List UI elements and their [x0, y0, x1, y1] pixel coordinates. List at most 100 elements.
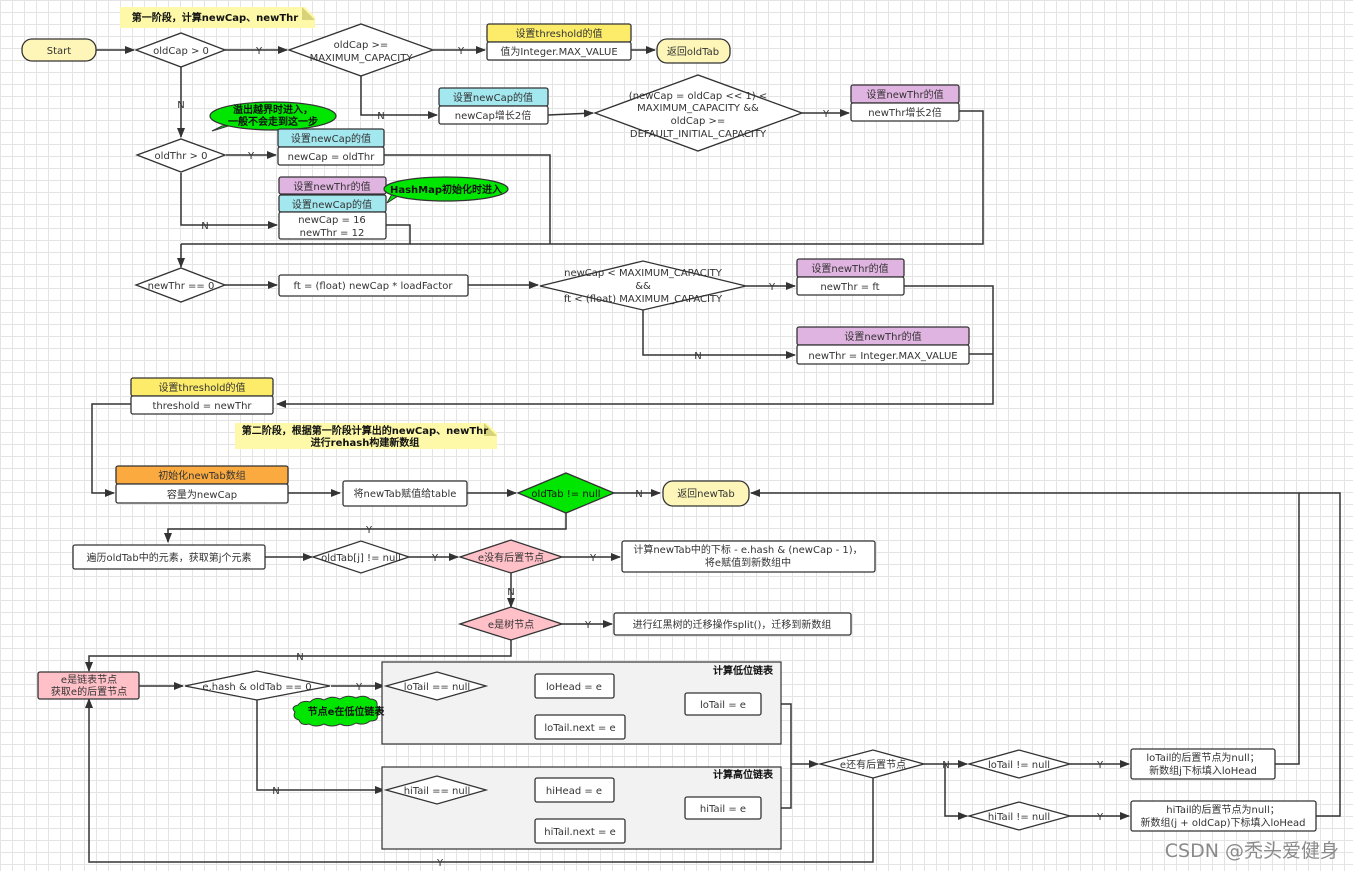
decision-label: oldCap >= [671, 116, 726, 127]
edge-label-yes: Y [1096, 812, 1104, 823]
process-newthr-max[interactable]: 设置newThr的值 newThr = Integer.MAX_VALUE [796, 326, 970, 365]
decision-label: MAXIMUM_CAPACITY [310, 53, 414, 64]
decision-label: e是树节点 [488, 618, 534, 631]
process-calc-index[interactable]: 计算newTab中的下标 - e.hash & (newCap - 1)， 将e… [621, 540, 876, 573]
note-phase1-text: 第一阶段，计算newCap、newThr [132, 11, 298, 24]
group-high-title: 计算高位链表 [713, 768, 774, 781]
process-iterate-oldtab[interactable]: 遍历oldTab中的元素，获取第j个元素 [72, 544, 266, 570]
process-hitail-next-e[interactable]: hiTail.next = e [534, 818, 626, 844]
decision-label: oldTab[j] != null [321, 553, 401, 564]
process-body: 进行红黑树的迁移操作split()，迁移到新数组 [633, 618, 832, 631]
group-low-title: 计算低位链表 [713, 664, 774, 677]
edge-label-no: N [942, 760, 949, 771]
decision-ft-within-range[interactable]: newCap < MAXIMUM_CAPACITY && ft < (float… [539, 260, 747, 311]
note-phase1: 第一阶段，计算newCap、newThr [120, 7, 315, 28]
callout-hashmap-init: HashMap初始化时进入 [383, 176, 509, 204]
decision-label: DEFAULT_INITIAL_CAPACITY [630, 129, 767, 140]
decision-hitail-null[interactable]: hiTail == null [383, 775, 489, 805]
start-terminal[interactable]: Start [21, 38, 97, 62]
process-ft-calc[interactable]: ft = (float) newCap * loadFactor [278, 274, 469, 297]
note-phase2-line2: 进行rehash构建新数组 [311, 436, 420, 449]
process-body: e是链表节点 [61, 673, 117, 686]
process-newthr-double[interactable]: 设置newThr的值 newThr增长2倍 [850, 84, 960, 122]
process-lo-result[interactable]: loTail的后置节点为null； 新数组j下标填入loHead [1130, 748, 1276, 780]
decision-oldcap-ge-max[interactable]: oldCap >= MAXIMUM_CAPACITY [287, 23, 435, 77]
decision-label: e没有后置节点 [478, 551, 544, 564]
connectors [85, 46, 1341, 863]
process-header: 设置threshold的值 [158, 381, 245, 394]
process-init-defaults[interactable]: 设置newThr的值 设置newCap的值 newCap = 16 newThr… [278, 176, 387, 240]
decision-label: loTail != null [988, 760, 1050, 771]
process-body: 值为Integer.MAX_VALUE [500, 45, 617, 58]
callout-overflow: 溢出越界时进入， 一般不会走到这一步 [209, 101, 337, 132]
decision-double-within-range[interactable]: (newCap = oldCap << 1) < MAXIMUM_CAPACIT… [593, 74, 804, 152]
decision-newthr-eq0[interactable]: newThr == 0 [134, 267, 227, 303]
return-oldtab-terminal[interactable]: 返回oldTab [656, 38, 731, 64]
process-newcap-double[interactable]: 设置newCap的值 newCap增长2倍 [438, 87, 549, 125]
callout-text: 溢出越界时进入， [233, 103, 313, 116]
process-body: newThr = Integer.MAX_VALUE [808, 351, 957, 362]
edge-label-yes: Y [436, 858, 444, 869]
note-phase2-line1: 第二阶段，根据第一阶段计算出的newCap、newThr [242, 424, 488, 437]
process-body: hiTail = e [700, 804, 746, 815]
watermark: CSDN @秃头爱健身 [1164, 840, 1339, 862]
decision-label: MAXIMUM_CAPACITY && [637, 103, 759, 114]
process-init-newtab[interactable]: 初始化newTab数组 容量为newCap [115, 465, 289, 504]
process-header: 设置newThr的值 [844, 330, 921, 343]
process-header: 初始化newTab数组 [158, 469, 246, 482]
edge-label-no: N [296, 652, 303, 663]
decision-hash-and-oldcap[interactable]: e.hash & oldTab == 0 [184, 670, 331, 701]
decision-label: && [635, 281, 651, 292]
process-body: hiHead = e [546, 786, 602, 797]
decision-oldtab-notnull[interactable]: oldTab != null [516, 472, 616, 514]
process-hi-result[interactable]: hiTail的后置节点为null； 新数组(j + oldCap)下标填入loH… [1130, 800, 1317, 832]
process-lotail-next-e[interactable]: loTail.next = e [534, 714, 626, 740]
decision-lotail-notnull[interactable]: loTail != null [966, 749, 1073, 779]
terminal-label: 返回oldTab [667, 46, 719, 58]
callout-text: 节点e在低位链表 [308, 705, 386, 718]
process-header: 设置threshold的值 [515, 27, 602, 40]
process-body: newThr = ft [820, 282, 879, 293]
decision-label: e.hash & oldTab == 0 [202, 682, 311, 693]
process-header: 设置newThr的值 [293, 180, 370, 193]
process-set-threshold-max[interactable]: 设置threshold的值 值为Integer.MAX_VALUE [486, 23, 632, 61]
start-label: Start [47, 46, 72, 57]
process-body: hiTail的后置节点为null； [1166, 803, 1280, 816]
process-assign-table[interactable]: 将newTab赋值给table [342, 480, 468, 507]
decision-label: hiTail != null [988, 812, 1050, 823]
edge-label-yes: Y [365, 525, 373, 536]
process-header: 设置newCap的值 [292, 198, 372, 211]
process-lohead-e[interactable]: loHead = e [534, 673, 615, 699]
process-newthr-ft[interactable]: 设置newThr的值 newThr = ft [796, 258, 905, 296]
edge-label-yes: Y [1096, 760, 1104, 771]
process-lotail-e[interactable]: loTail = e [684, 692, 762, 716]
return-newtab-terminal[interactable]: 返回newTab [662, 480, 750, 507]
decision-label: oldTab != null [531, 489, 600, 500]
decision-lotail-null[interactable]: loTail == null [383, 671, 489, 701]
process-body: newCap增长2倍 [455, 109, 532, 122]
decision-oldtab-j-notnull[interactable]: oldTab[j] != null [310, 540, 412, 574]
decision-label: oldCap > 0 [153, 46, 209, 57]
process-body: loTail.next = e [544, 723, 615, 734]
process-body: newThr = 12 [300, 228, 365, 239]
process-body: 新数组j下标填入loHead [1149, 764, 1257, 777]
process-body: ft = (float) newCap * loadFactor [294, 281, 454, 292]
terminal-label: 返回newTab [677, 488, 735, 500]
decision-oldcap-gt0[interactable]: oldCap > 0 [134, 32, 227, 68]
decision-e-has-next[interactable]: e还有后置节点 [817, 749, 927, 779]
process-hitail-e[interactable]: hiTail = e [684, 796, 762, 820]
decision-oldthr-gt0[interactable]: oldThr > 0 [135, 138, 227, 173]
decision-label: loTail == null [404, 682, 470, 693]
edge-label-yes: Y [355, 682, 363, 693]
process-threshold-newthr[interactable]: 设置threshold的值 threshold = newThr [130, 377, 274, 415]
process-newcap-oldthr[interactable]: 设置newCap的值 newCap = oldThr [277, 128, 385, 166]
decision-e-is-tree[interactable]: e是树节点 [457, 606, 565, 641]
edge-label-no: N [635, 489, 642, 500]
process-linked-node[interactable]: e是链表节点 获取e的后置节点 [37, 671, 140, 700]
decision-e-no-next[interactable]: e没有后置节点 [457, 539, 565, 574]
decision-label: e还有后置节点 [840, 758, 906, 771]
process-tree-split[interactable]: 进行红黑树的迁移操作split()，迁移到新数组 [613, 612, 852, 636]
process-header: 设置newThr的值 [866, 88, 943, 101]
process-hihead-e[interactable]: hiHead = e [534, 777, 615, 803]
decision-hitail-notnull[interactable]: hiTail != null [966, 801, 1073, 831]
